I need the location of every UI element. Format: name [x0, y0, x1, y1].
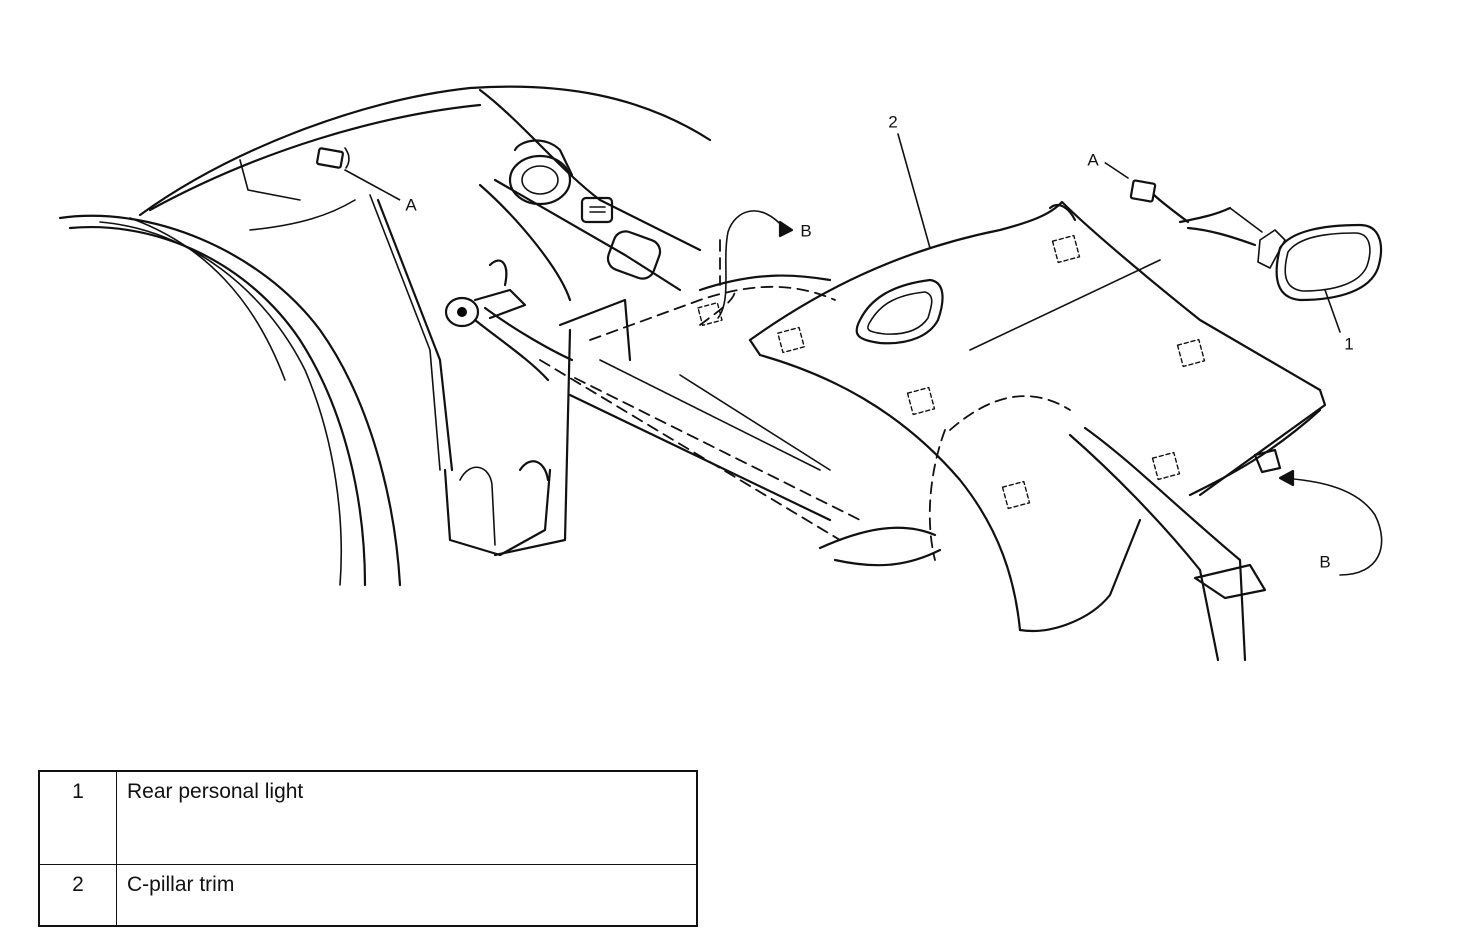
callout-label: 1	[1344, 335, 1353, 354]
callout-label: 2	[888, 113, 897, 132]
callout-part-1: 1	[1337, 332, 1361, 356]
legend-row: 1 Rear personal light	[38, 770, 698, 865]
callout-connector-a-body: A	[399, 193, 423, 217]
legend-row: 2 C-pillar trim	[38, 864, 698, 927]
exploded-view-illustration: A B 2 A 1 B	[58, 85, 1383, 662]
legend-number: 1	[38, 770, 117, 865]
c-pillar-trim-drawing	[697, 200, 1327, 662]
installed-position-dashed-outline	[539, 239, 1071, 567]
callout-connector-a-light: A	[1081, 148, 1105, 172]
legend-table: 1 Rear personal light 2 C-pillar trim	[38, 770, 698, 927]
vehicle-body-drawing	[58, 85, 832, 587]
callout-clip-b-trim: B	[1313, 550, 1337, 574]
rear-personal-light-drawing	[1129, 179, 1382, 302]
callout-clip-b-body: B	[794, 219, 818, 243]
callout-label: A	[405, 196, 417, 215]
leader-lines	[344, 133, 1383, 576]
callout-part-2: 2	[881, 110, 905, 134]
legend-label: Rear personal light	[116, 770, 698, 865]
callout-label: B	[1319, 553, 1330, 572]
callout-label: B	[800, 222, 811, 241]
body-connector-drawing	[316, 147, 350, 169]
legend-label: C-pillar trim	[116, 864, 698, 927]
legend-number: 2	[38, 864, 117, 927]
callout-label: A	[1087, 151, 1099, 170]
